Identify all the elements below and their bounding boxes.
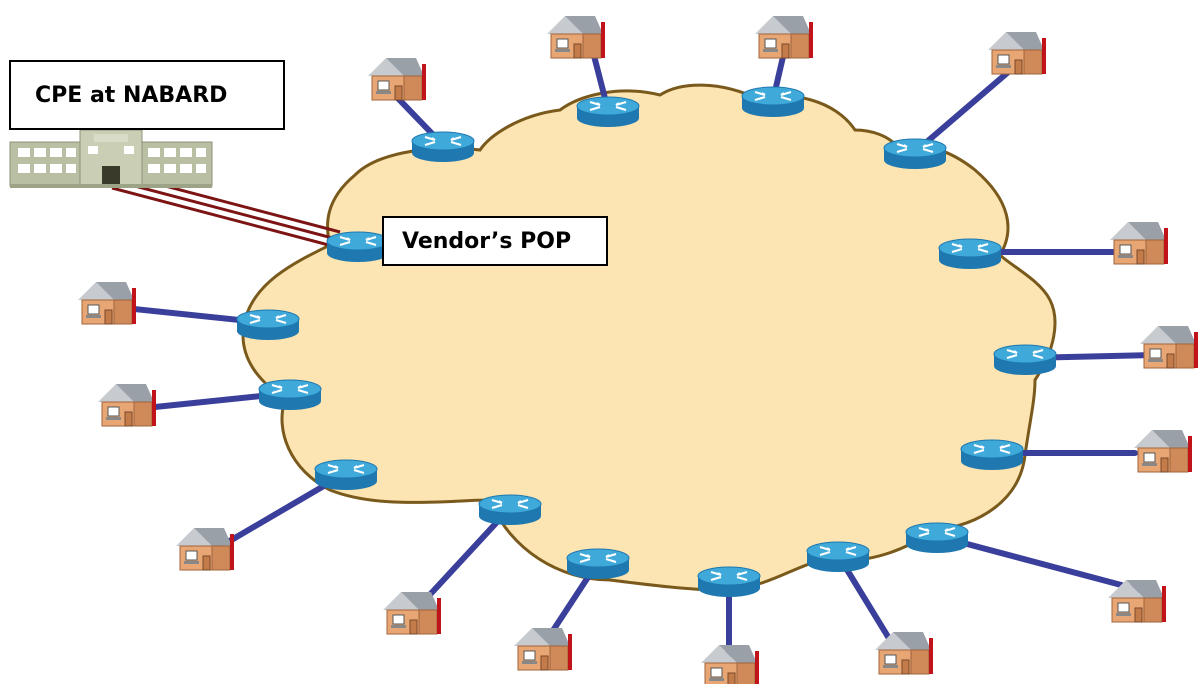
branch-office-house-icon: [754, 15, 814, 59]
branch-office-house-icon: [1109, 221, 1169, 265]
pop-router-icon: [325, 230, 391, 264]
router-icon: [477, 493, 543, 527]
branch-office-house-icon: [987, 31, 1047, 75]
branch-office-house-icon: [382, 591, 442, 635]
router-icon: [235, 308, 301, 342]
router-icon: [882, 137, 948, 171]
router-icon: [805, 540, 871, 574]
router-icon: [937, 237, 1003, 271]
branch-office-house-icon: [700, 644, 760, 684]
branch-office-house-icon: [77, 281, 137, 325]
vendor-pop-label-text: Vendor’s POP: [402, 228, 572, 254]
branch-office-house-icon: [175, 527, 235, 571]
branch-office-house-icon: [546, 15, 606, 59]
router-icon: [992, 343, 1058, 377]
cpe-label: CPE at NABARD: [9, 60, 285, 130]
network-cloud: [241, 83, 1057, 592]
router-icon: [410, 130, 476, 164]
router-icon: [959, 438, 1025, 472]
vendor-pop-label: Vendor’s POP: [382, 216, 608, 266]
branch-office-house-icon: [1133, 429, 1193, 473]
branch-office-house-icon: [874, 631, 934, 675]
nabard-building-icon: [9, 129, 213, 188]
branch-office-house-icon: [367, 57, 427, 101]
router-icon: [904, 521, 970, 555]
router-icon: [257, 378, 323, 412]
branch-office-house-icon: [513, 627, 573, 671]
branch-office-house-icon: [1139, 325, 1199, 369]
cpe-label-text: CPE at NABARD: [35, 82, 228, 108]
router-icon: [696, 565, 762, 599]
router-icon: [565, 547, 631, 581]
router-icon: [313, 458, 379, 492]
router-icon: [575, 95, 641, 129]
branch-office-house-icon: [97, 383, 157, 427]
router-icon: [740, 85, 806, 119]
